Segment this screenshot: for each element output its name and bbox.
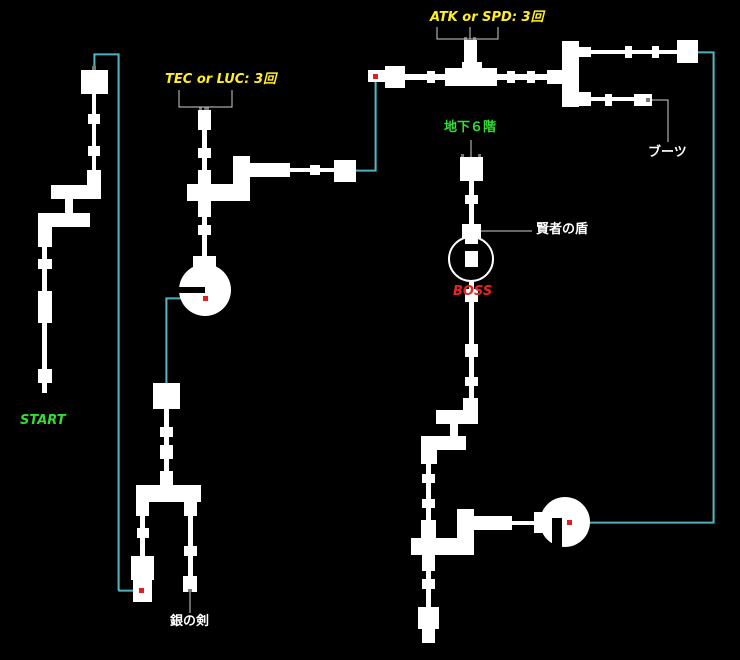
atk-spd-label: ATK or SPD: 3回 [430, 10, 544, 25]
boots-label: ブーツ [648, 145, 687, 160]
room-d-east-block [562, 41, 579, 107]
start-label: START [20, 413, 66, 428]
section-atk-spd [368, 37, 698, 107]
warp-line-start-to-silver [93, 53, 142, 592]
warp-marker-circle-e [567, 520, 572, 525]
room-e-bottom [422, 629, 435, 643]
room-a-node2 [88, 146, 100, 156]
section-boss [411, 154, 590, 643]
warp-line-east-to-top [355, 77, 377, 172]
room-b-junction [187, 184, 250, 201]
section-tec-luc [179, 107, 356, 316]
room-tec-luc-chest [198, 110, 211, 130]
room-b-east-end [334, 160, 356, 182]
section-silver-sword [131, 383, 201, 602]
room-basement6-stairs [460, 157, 483, 181]
room-a-top [81, 70, 108, 94]
warp-marker-top-west [373, 74, 378, 79]
boss-label: BOSS [453, 284, 493, 299]
boots-leader [652, 99, 669, 142]
atk-spd-bracket [436, 27, 499, 40]
warp-marker-circle-b [203, 296, 208, 301]
room-c-west-end [131, 556, 154, 580]
section-start [38, 66, 108, 393]
room-a-hall [38, 227, 52, 247]
room-a-bend [51, 185, 101, 199]
leader-lines [178, 27, 669, 613]
silver-sword-label: 銀の剣 [170, 614, 210, 629]
room-e-east-hall [474, 516, 512, 530]
room-c-top [153, 383, 180, 409]
warp-markers [139, 74, 572, 593]
room-atk-spd-chest [464, 40, 477, 62]
room-e-junction [411, 538, 474, 555]
room-d-west [385, 66, 405, 88]
warp-marker-silver [139, 588, 144, 593]
room-b-east-hall [250, 163, 290, 177]
room-silver-sword [183, 576, 197, 592]
room-d-north-east [677, 40, 698, 63]
room-d-center [445, 68, 497, 86]
room-e-bend [436, 410, 478, 424]
room-c-junction [136, 485, 201, 502]
room-a-node1 [88, 114, 100, 124]
tec-luc-label: TEC or LUC: 3回 [165, 72, 277, 87]
room-start [38, 369, 52, 383]
room-boss [465, 251, 478, 267]
shield-label: 賢者の盾 [536, 222, 589, 237]
room-e-circle [540, 497, 590, 547]
basement6-label: 地下６階 [444, 120, 497, 135]
room-shield [462, 224, 481, 238]
tec-luc-bracket [178, 90, 233, 108]
warp-line-right-loop [570, 51, 715, 524]
room-a-node3 [38, 259, 52, 269]
room-boots [634, 94, 652, 106]
room-a-long [38, 291, 52, 323]
